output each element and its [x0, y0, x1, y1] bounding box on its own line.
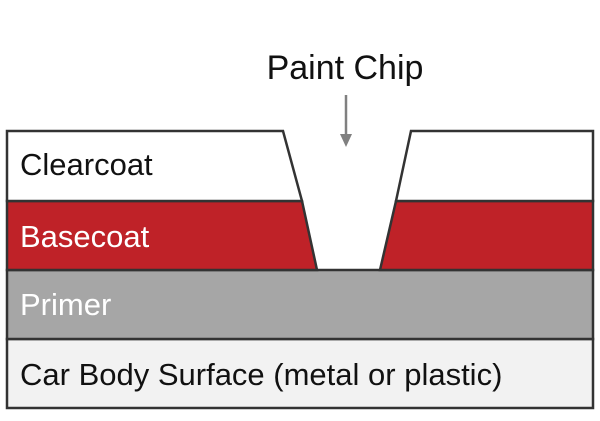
- primer-layer: [5, 268, 595, 341]
- car-body-label: Car Body Surface (metal or plastic): [20, 357, 502, 392]
- primer-label: Primer: [20, 287, 111, 322]
- car-body-layer: [5, 337, 595, 410]
- clearcoat-layer-right: [394, 129, 595, 203]
- basecoat-label: Basecoat: [20, 219, 150, 254]
- clearcoat-layer-left: [5, 129, 304, 203]
- diagram-title: Paint Chip: [267, 49, 424, 87]
- clearcoat-label: Clearcoat: [20, 147, 153, 182]
- basecoat-layer-right: [378, 199, 595, 272]
- down-arrow-icon: [340, 95, 352, 147]
